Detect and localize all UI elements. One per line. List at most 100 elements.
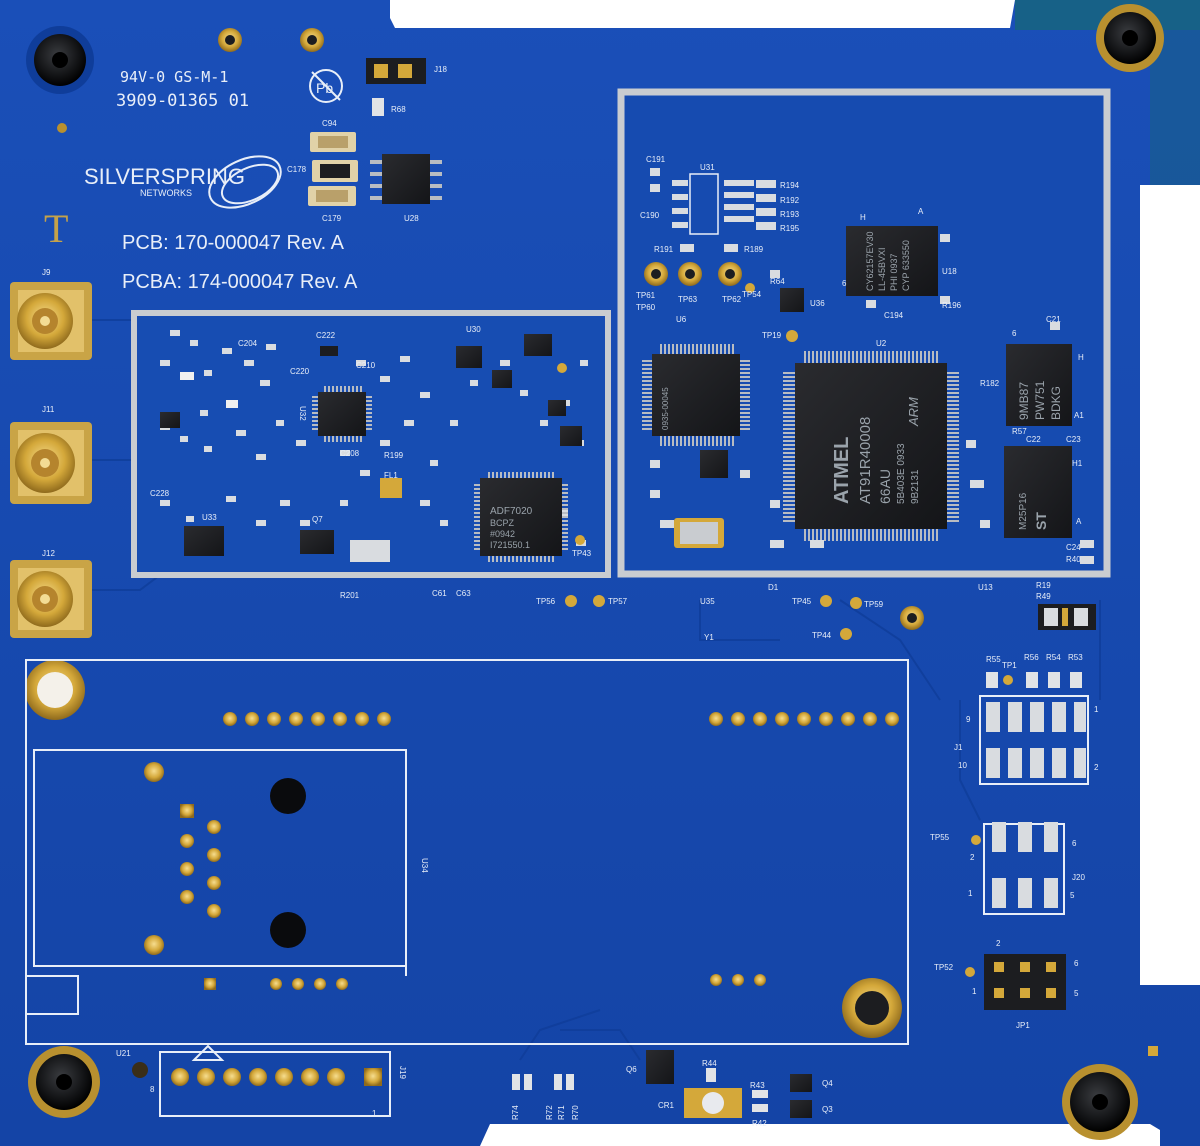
label-r74: R74 <box>511 1105 520 1120</box>
capacitor-c179 <box>308 186 356 206</box>
flash-line3: BDKG <box>1049 386 1063 420</box>
sma-connector-j11 <box>10 422 92 504</box>
label-tp52: TP52 <box>934 963 954 972</box>
test-point-tp44 <box>840 628 852 640</box>
label-j18: J18 <box>434 65 447 74</box>
label-r72: R72 <box>545 1105 554 1120</box>
radio-small-ics <box>160 334 582 562</box>
hole <box>270 778 306 814</box>
label-fl1: FL1 <box>384 471 398 480</box>
standoff-bottom-left <box>28 1046 100 1118</box>
label-j19-pin1: 1 <box>372 1109 377 1118</box>
resistors-r19-r49 <box>1038 604 1096 630</box>
mem-line4: CYP 633550 <box>901 240 911 291</box>
label-u31: U31 <box>700 163 715 172</box>
label-r192: R192 <box>780 196 800 205</box>
label-j19: J19 <box>398 1066 407 1079</box>
st-line2: ST <box>1033 512 1049 530</box>
label-jp1: JP1 <box>1016 1021 1030 1030</box>
label-u5-h1: H1 <box>1072 459 1083 468</box>
transistor-q6 <box>646 1050 674 1084</box>
sma-connector-j12 <box>10 560 92 638</box>
label-tp54: TP54 <box>742 290 762 299</box>
standoff-bottom-right <box>1062 1064 1138 1140</box>
label-j20-pin5: 5 <box>1070 891 1075 900</box>
resistors-r53-r56 <box>986 672 1082 688</box>
atmel-line1: AT91R40008 <box>857 417 874 504</box>
label-u34: U34 <box>420 858 429 873</box>
lot-code: 3909-01365 01 <box>116 91 249 111</box>
label-r44: R44 <box>702 1059 717 1068</box>
label-c94: C94 <box>322 119 337 128</box>
label-c61: C61 <box>432 589 447 598</box>
st-line1: M25P16 <box>1018 492 1029 530</box>
label-r19: R19 <box>1036 581 1051 590</box>
label-j1: J1 <box>954 743 963 752</box>
adf7020-line3: #0942 <box>490 529 515 539</box>
label-u21: U21 <box>116 1049 131 1058</box>
label-u33: U33 <box>202 513 217 522</box>
chip-u6: 0935-00045 <box>642 344 750 446</box>
label-r201: R201 <box>340 591 360 600</box>
label-q4: Q4 <box>822 1079 833 1088</box>
label-c190: C190 <box>640 211 660 220</box>
chip-u31 <box>672 173 719 235</box>
label-u18-a: A <box>918 207 924 216</box>
label-d1: D1 <box>768 583 779 592</box>
flash-line2: PW751 <box>1033 380 1047 420</box>
standoff-top-right <box>1096 4 1164 72</box>
label-tp57: TP57 <box>608 597 628 606</box>
mem-line1: CY62157EV30 <box>865 231 875 291</box>
label-j20-pin2: 2 <box>970 853 975 862</box>
chip-adf7020: ADF7020 BCPZ #0942 I721550.1 <box>474 472 568 562</box>
label-q7: Q7 <box>312 515 323 524</box>
svg-text:SILVERSPRING: SILVERSPRING <box>84 164 245 189</box>
pb-label: Pb <box>316 80 333 96</box>
adf7020-line1: ADF7020 <box>490 506 533 517</box>
label-r56: R56 <box>1024 653 1039 662</box>
label-tp61: TP61 <box>636 291 656 300</box>
adf7020-line2: BCPZ <box>490 518 515 528</box>
label-c24: C24 <box>1066 543 1081 552</box>
pcb-traces <box>90 319 1101 1061</box>
crystal-y1 <box>674 518 724 548</box>
atmel-line3: 5B403E 0933 <box>896 443 907 504</box>
label-cr1: CR1 <box>658 1101 675 1110</box>
pcba-part-number: PCBA: 174-000047 Rev. A <box>122 271 358 293</box>
hole <box>270 912 306 948</box>
label-r199: R199 <box>384 451 404 460</box>
label-u30: U30 <box>466 325 481 334</box>
label-tp56: TP56 <box>536 597 556 606</box>
label-u2: U2 <box>876 339 887 348</box>
label-r71: R71 <box>557 1105 566 1120</box>
label-j12: J12 <box>42 549 55 558</box>
label-j1-pin10: 10 <box>958 761 967 770</box>
test-point-tp59 <box>850 597 862 609</box>
label-u5-a: A <box>1076 517 1082 526</box>
led-cr1 <box>684 1088 742 1118</box>
label-u35: U35 <box>700 597 715 606</box>
board-cutout-right <box>1140 185 1200 985</box>
chip-u21 <box>132 1062 148 1078</box>
small-ic <box>700 450 728 478</box>
mcu-small-components <box>650 168 1094 564</box>
label-c210: C210 <box>356 361 376 370</box>
label-y1: Y1 <box>704 633 714 642</box>
label-c208: C208 <box>340 449 360 458</box>
label-j20: J20 <box>1072 873 1085 882</box>
label-u32: U32 <box>298 406 307 421</box>
label-u18: U18 <box>942 267 957 276</box>
label-r53: R53 <box>1068 653 1083 662</box>
test-point-tp56 <box>565 595 577 607</box>
label-u13: U13 <box>978 583 993 592</box>
chip-u5-st: M25P16 ST <box>1004 446 1072 538</box>
chip-u36 <box>780 288 804 312</box>
label-tp60: TP60 <box>636 303 656 312</box>
label-c179: C179 <box>322 214 342 223</box>
label-u18-h: H <box>860 213 866 222</box>
label-r64: R64 <box>770 277 785 286</box>
label-r57: R57 <box>1012 427 1027 436</box>
label-c194: C194 <box>884 311 904 320</box>
mem-line3: PHI 0937 <box>889 253 899 291</box>
